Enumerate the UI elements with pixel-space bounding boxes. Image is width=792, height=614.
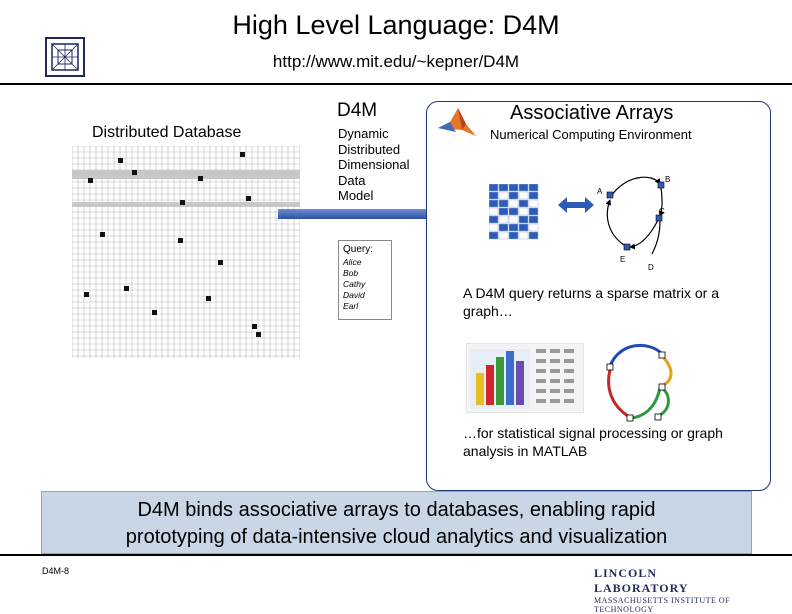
graph-node-e	[623, 243, 631, 251]
desc-line: Dynamic	[338, 126, 389, 141]
sparse-matrix-icon	[489, 184, 539, 240]
graph-label-c: C	[659, 207, 665, 216]
desc-line: Dimensional	[338, 157, 410, 172]
lincoln-lab-logo: LINCOLN LABORATORY MASSACHUSETTS INSTITU…	[594, 566, 754, 614]
desc-line: Data	[338, 172, 366, 188]
url-link[interactable]: http://www.mit.edu/~kepner/D4M	[272, 52, 520, 71]
associative-arrays-heading: Associative Arrays	[510, 102, 674, 124]
d4m-heading: D4M	[337, 100, 378, 121]
footer-divider	[0, 554, 792, 556]
colored-graph-thumbnail	[606, 343, 673, 422]
graph-diagram: A B C D E	[597, 175, 670, 272]
associative-arrays-panel	[426, 101, 771, 491]
graph-label-a: A	[597, 187, 603, 196]
query-result-caption: A D4M query returns a sparse matrix or a…	[463, 285, 719, 319]
query-title: Query:	[343, 244, 374, 255]
query-name: David	[343, 290, 365, 300]
database-heading: Distributed Database	[92, 124, 242, 141]
graph-node-c	[655, 214, 663, 222]
bar-chart-thumbnail	[466, 343, 584, 413]
graph-node-a	[606, 191, 614, 199]
query-name: Earl	[343, 301, 359, 311]
query-name: Alice	[343, 257, 362, 267]
header-divider	[0, 83, 792, 85]
graph-label-b: B	[665, 175, 670, 184]
banner-line: prototyping of data-intensive cloud anal…	[125, 526, 668, 548]
graph-label-d: D	[648, 263, 654, 272]
query-name: Cathy	[343, 279, 366, 289]
summary-banner: D4M binds associative arrays to database…	[41, 491, 752, 554]
graph-node-b	[657, 181, 665, 189]
lab-name: LINCOLN LABORATORY	[594, 566, 689, 595]
mit-logo-icon	[45, 37, 85, 77]
double-arrow-icon	[558, 197, 594, 213]
desc-line: Model	[338, 188, 374, 203]
graph-label-e: E	[620, 255, 625, 264]
query-box: Query: Alice Bob Cathy David Earl	[338, 240, 392, 320]
query-name: Bob	[343, 268, 359, 278]
matlab-logo-icon	[438, 108, 476, 136]
computing-environment-label: Numerical Computing Environment	[490, 127, 692, 142]
lab-subname: MASSACHUSETTS INSTITUTE OF TECHNOLOGY	[594, 596, 731, 614]
page-title: High Level Language: D4M	[232, 10, 560, 40]
matlab-analysis-caption: …for statistical signal processing or gr…	[463, 425, 723, 459]
database-grid	[72, 146, 300, 358]
d4m-description: Dynamic Distributed Dimensional Data Mod…	[338, 126, 438, 204]
desc-line: Distributed	[338, 141, 401, 157]
slide-number: D4M-8	[42, 566, 70, 576]
banner-line: D4M binds associative arrays to database…	[137, 499, 656, 521]
